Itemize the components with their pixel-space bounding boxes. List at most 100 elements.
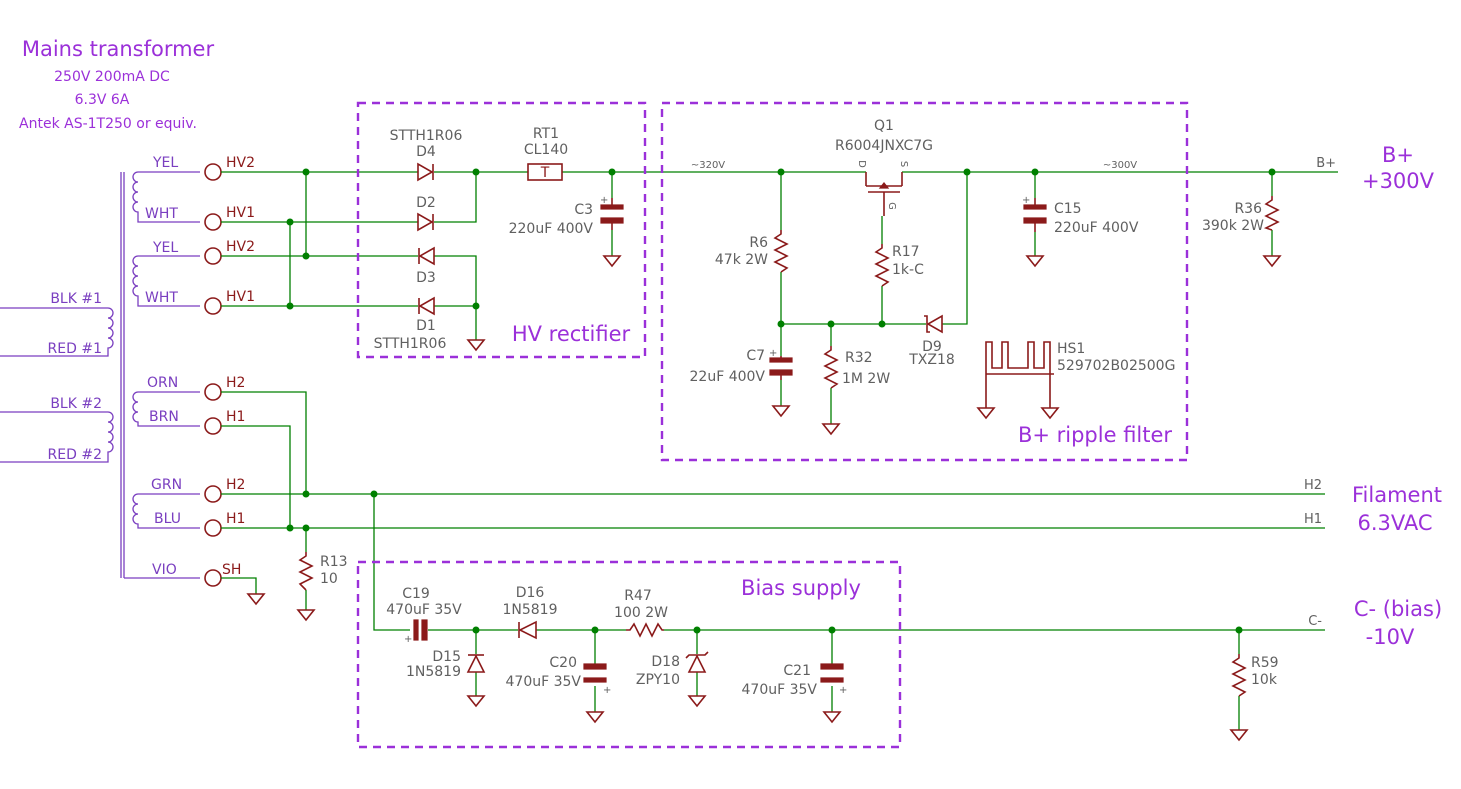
ground-c20 (585, 711, 605, 724)
c3-value: 220uF 400V (509, 221, 594, 237)
output-bplus-label: B+ (1382, 143, 1414, 167)
wire-label-wht-1: WHT (145, 206, 178, 222)
d9-ref: D9 (922, 339, 942, 355)
terminal-h1-1: H1 (226, 409, 245, 425)
d15-value: 1N5819 (406, 664, 461, 680)
svg-text:+: + (600, 195, 608, 206)
r36-ref: R36 (1234, 201, 1262, 217)
net-label-300v: ~300V (1103, 160, 1137, 171)
diode-d2 (417, 212, 434, 232)
terminal-hv1-1: HV1 (226, 205, 255, 221)
bias-supply-label: Bias supply (741, 576, 861, 600)
c15-ref: C15 (1054, 201, 1082, 217)
wire-label-wht-2: WHT (145, 290, 178, 306)
r13-ref: R13 (320, 554, 348, 570)
bias-supply-block (356, 560, 902, 749)
c21-value: 470uF 35V (742, 682, 818, 698)
r59-value: 10k (1251, 672, 1278, 688)
net-label-320v: ~320V (691, 160, 725, 171)
svg-text:+: + (769, 348, 777, 359)
diode-d4 (417, 162, 434, 182)
hs1-value: 529702B02500G (1057, 358, 1175, 374)
d1-value: STTH1R06 (374, 336, 447, 352)
ground-c7 (771, 405, 791, 418)
mosfet-q1 (865, 172, 903, 216)
terminal-sh: SH (222, 562, 241, 578)
ground-d18 (687, 695, 707, 708)
wire-label-yel-2: YEL (152, 240, 178, 256)
resistor-r47 (626, 622, 664, 638)
ground-rectifier (466, 339, 486, 352)
ground-r36 (1262, 255, 1282, 268)
svg-text:+: + (1022, 195, 1030, 206)
resistor-r13 (298, 552, 314, 591)
wire-label-yel-1: YEL (152, 155, 178, 171)
r32-ref: R32 (845, 350, 873, 366)
resistor-r59 (1231, 654, 1247, 697)
wire-label-brn: BRN (149, 409, 179, 425)
transformer-title: Mains transformer (22, 37, 215, 61)
net-label-cminus: C- (1308, 614, 1322, 629)
resistor-r6 (773, 230, 789, 273)
hv-rectifier-label: HV rectifier (512, 322, 631, 346)
heatsink-hs1 (976, 341, 1060, 420)
d2-ref: D2 (416, 195, 436, 211)
rt1-ref: RT1 (533, 126, 559, 142)
c3-ref: C3 (574, 202, 593, 218)
diode-d15 (466, 654, 486, 673)
terminal-hv2-1: HV2 (226, 155, 255, 171)
d16-ref: D16 (516, 585, 545, 601)
q1-ref: Q1 (874, 118, 894, 134)
wire-label-blu: BLU (154, 511, 181, 527)
wire-label-orn: ORN (147, 375, 178, 391)
capacitor-c20: + (583, 663, 611, 696)
resistor-r36 (1263, 196, 1280, 231)
terminal-hv2-2: HV2 (226, 239, 255, 255)
terminals (204, 163, 222, 587)
q1-pin-g: G (886, 202, 897, 210)
r47-ref: R47 (624, 588, 652, 604)
ground-c21 (822, 711, 842, 724)
junction-dots (286, 168, 1276, 634)
output-filament-label: Filament (1352, 483, 1442, 507)
net-label-bplus: B+ (1316, 156, 1336, 171)
rt1-value: CL140 (524, 142, 568, 158)
c21-ref: C21 (783, 663, 811, 679)
rt1-symbol: T (540, 165, 550, 181)
diode-d3 (418, 246, 435, 266)
capacitor-c21: + (820, 663, 847, 696)
hs1-ref: HS1 (1057, 341, 1085, 357)
d4-ref: D4 (416, 144, 436, 160)
resistor-r32 (823, 346, 839, 389)
d1-ref: D1 (416, 318, 436, 334)
transformer-spec-3: Antek AS-1T250 or equiv. (19, 116, 197, 132)
r17-ref: R17 (892, 244, 920, 260)
primary-label-blk1: BLK #1 (50, 291, 102, 307)
ground-c3 (602, 255, 622, 268)
r36-value: 390k 2W (1202, 218, 1264, 234)
ground-r32 (821, 423, 841, 436)
net-label-h1: H1 (1304, 512, 1322, 527)
primary-label-red1: RED #1 (48, 341, 102, 357)
c7-ref: C7 (746, 348, 765, 364)
q1-pin-d: D (856, 160, 867, 168)
primary-label-blk2: BLK #2 (50, 396, 102, 412)
terminal-h2-2: H2 (226, 477, 245, 493)
diode-d18 (685, 651, 709, 673)
output-bplus-voltage: +300V (1362, 169, 1435, 193)
r59-ref: R59 (1251, 655, 1279, 671)
ripple-filter-label: B+ ripple filter (1018, 423, 1172, 447)
d4-value: STTH1R06 (390, 128, 463, 144)
c20-value: 470uF 35V (506, 674, 582, 690)
terminal-h1-2: H1 (226, 511, 245, 527)
ripple-filter-block (660, 101, 1189, 462)
capacitor-c7: + (769, 348, 793, 380)
capacitor-c15: + (1022, 195, 1047, 232)
c19-value: 470uF 35V (386, 602, 462, 618)
r32-value: 1M 2W (842, 371, 890, 387)
wire-label-vio: VIO (152, 562, 177, 578)
capacitor-c19: + (404, 619, 428, 645)
thermistor-rt1 (527, 163, 563, 181)
svg-text:+: + (603, 685, 611, 696)
